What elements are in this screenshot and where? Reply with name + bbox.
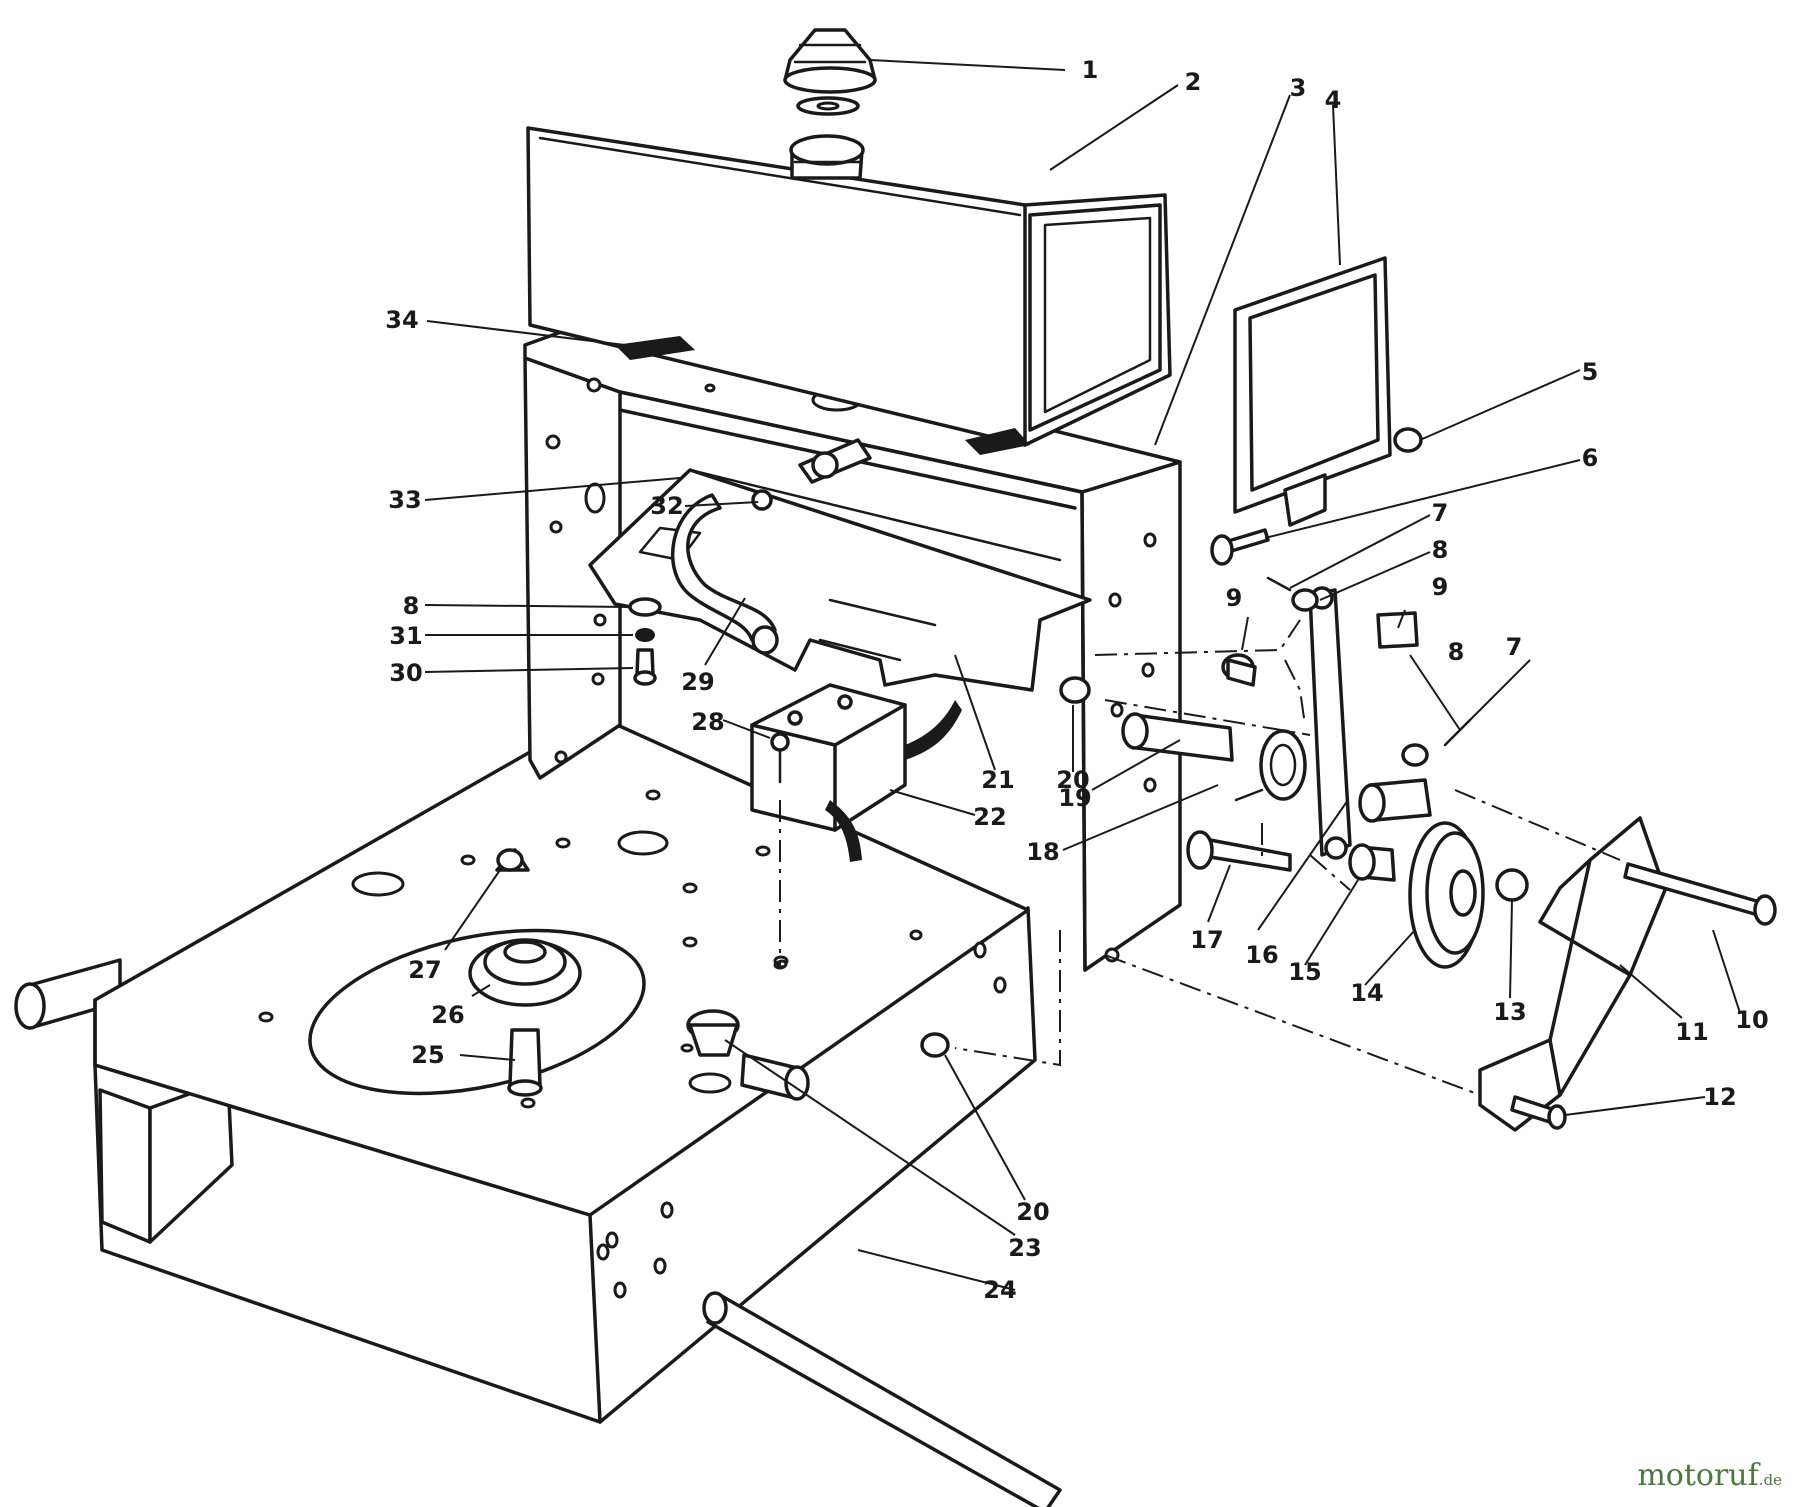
callout-4: 4: [1324, 86, 1342, 114]
callout-19: 19: [1058, 784, 1092, 812]
handle-loop: [1233, 256, 1392, 527]
callout-17: 17: [1190, 926, 1224, 954]
callout-28: 28: [691, 708, 725, 736]
watermark-logo: motoruf.de: [1637, 1458, 1782, 1493]
callout-15: 15: [1288, 958, 1322, 986]
idler-assembly: [920, 427, 1529, 1058]
callout-1: 1: [1081, 56, 1099, 84]
fuel-hose: [670, 438, 872, 655]
callout-7a: 7: [1431, 499, 1449, 527]
drive-pulley: [468, 848, 582, 1097]
callout-21: 21: [981, 766, 1015, 794]
alignment-lines: [779, 619, 1621, 1096]
callout-8c: 8: [402, 592, 420, 620]
fuel-cap: [783, 28, 877, 116]
base-frame: [93, 713, 1037, 1424]
callout-33: 33: [388, 486, 422, 514]
callout-7b: 7: [1505, 633, 1523, 661]
callout-8a: 8: [1431, 536, 1449, 564]
control-box: [750, 683, 962, 862]
callout-13: 13: [1493, 998, 1527, 1026]
watermark-tld: .de: [1758, 1471, 1782, 1489]
callout-23: 23: [1008, 1234, 1042, 1262]
callout-3: 3: [1289, 74, 1307, 102]
callout-30: 30: [389, 659, 423, 687]
callout-16: 16: [1245, 941, 1279, 969]
shelf-bracket: [588, 468, 1092, 692]
callout-22: 22: [973, 803, 1007, 831]
callout-9a: 9: [1431, 573, 1449, 601]
watermark-name: motoruf: [1637, 1458, 1759, 1493]
callout-29: 29: [681, 668, 715, 696]
callout-34: 34: [385, 306, 419, 334]
callout-20a: 20: [1056, 766, 1090, 794]
callout-20b: 20: [1016, 1198, 1050, 1226]
mount-hardware: [628, 597, 662, 686]
leader-lines: [424, 59, 1741, 1291]
fuel-tank: [526, 126, 1172, 455]
callout-27: 27: [408, 956, 442, 984]
callout-26: 26: [431, 1001, 465, 1029]
callout-24: 24: [983, 1276, 1017, 1304]
callout-11: 11: [1675, 1018, 1709, 1046]
callout-9b: 9: [1225, 584, 1243, 612]
callout-6: 6: [1581, 444, 1599, 472]
callout-18: 18: [1026, 838, 1060, 866]
callout-5: 5: [1581, 358, 1599, 386]
callout-10: 10: [1735, 1006, 1769, 1034]
grommet: [686, 1009, 740, 1057]
callout-8b: 8: [1447, 638, 1465, 666]
front-axle: [702, 1291, 1062, 1507]
belt-guard: [1478, 816, 1777, 1132]
callout-31: 31: [389, 622, 423, 650]
callout-32: 32: [650, 492, 684, 520]
callout-14: 14: [1350, 979, 1384, 1007]
callout-25: 25: [411, 1041, 445, 1069]
callout-2: 2: [1184, 68, 1202, 96]
callout-12: 12: [1703, 1083, 1737, 1111]
